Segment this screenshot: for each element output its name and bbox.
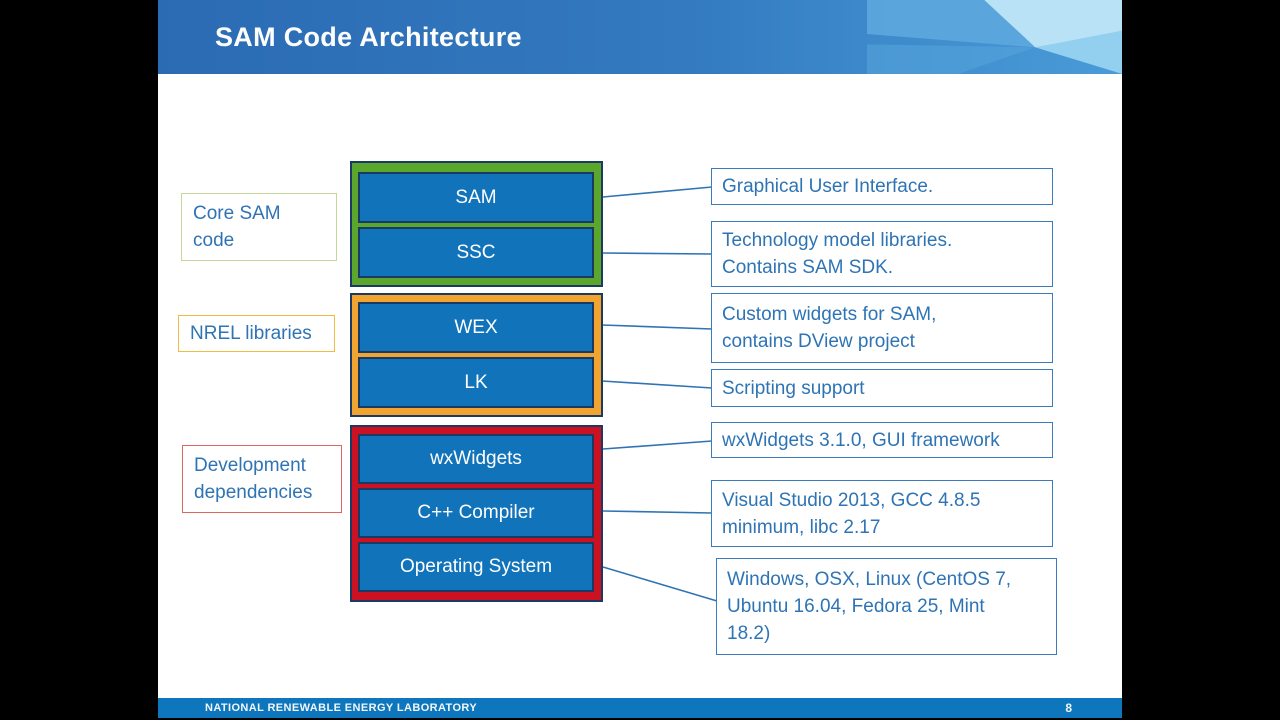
component-cpp-compiler: C++ Compiler (358, 488, 594, 538)
slide-footer: NATIONAL RENEWABLE ENERGY LABORATORY 8 (158, 698, 1122, 718)
component-ssc: SSC (358, 227, 594, 278)
group-nrel-libraries: WEX LK (350, 293, 603, 417)
group-development-dependencies: wxWidgets C++ Compiler Operating System (350, 425, 603, 602)
description-sam: Graphical User Interface. (711, 168, 1053, 205)
description-compiler: Visual Studio 2013, GCC 4.8.5 minimum, l… (711, 480, 1053, 547)
footer-organization: NATIONAL RENEWABLE ENERGY LABORATORY (205, 702, 478, 714)
group-core-sam-code: SAM SSC (350, 161, 603, 287)
slide-header: SAM Code Architecture (158, 0, 1122, 74)
component-lk: LK (358, 357, 594, 408)
slide-title: SAM Code Architecture (215, 21, 522, 52)
description-ssc: Technology model libraries. Contains SAM… (711, 221, 1053, 287)
description-wxwidgets: wxWidgets 3.1.0, GUI framework (711, 422, 1053, 458)
component-wxwidgets: wxWidgets (358, 434, 594, 484)
footer-page-number: 8 (1065, 701, 1072, 715)
description-lk: Scripting support (711, 369, 1053, 407)
description-operating-system: Windows, OSX, Linux (CentOS 7, Ubuntu 16… (716, 558, 1057, 655)
component-operating-system: Operating System (358, 542, 594, 592)
description-wex: Custom widgets for SAM, contains DView p… (711, 293, 1053, 363)
component-wex: WEX (358, 302, 594, 353)
component-sam: SAM (358, 172, 594, 223)
category-label-nrel-libraries: NREL libraries (178, 315, 335, 352)
slide: SAM Code Architecture Core SAM code NREL… (158, 0, 1122, 718)
category-label-core-sam-code: Core SAM code (181, 193, 337, 261)
header-triangle-decoration (867, 0, 1122, 74)
category-label-development-dependencies: Development dependencies (182, 445, 342, 513)
